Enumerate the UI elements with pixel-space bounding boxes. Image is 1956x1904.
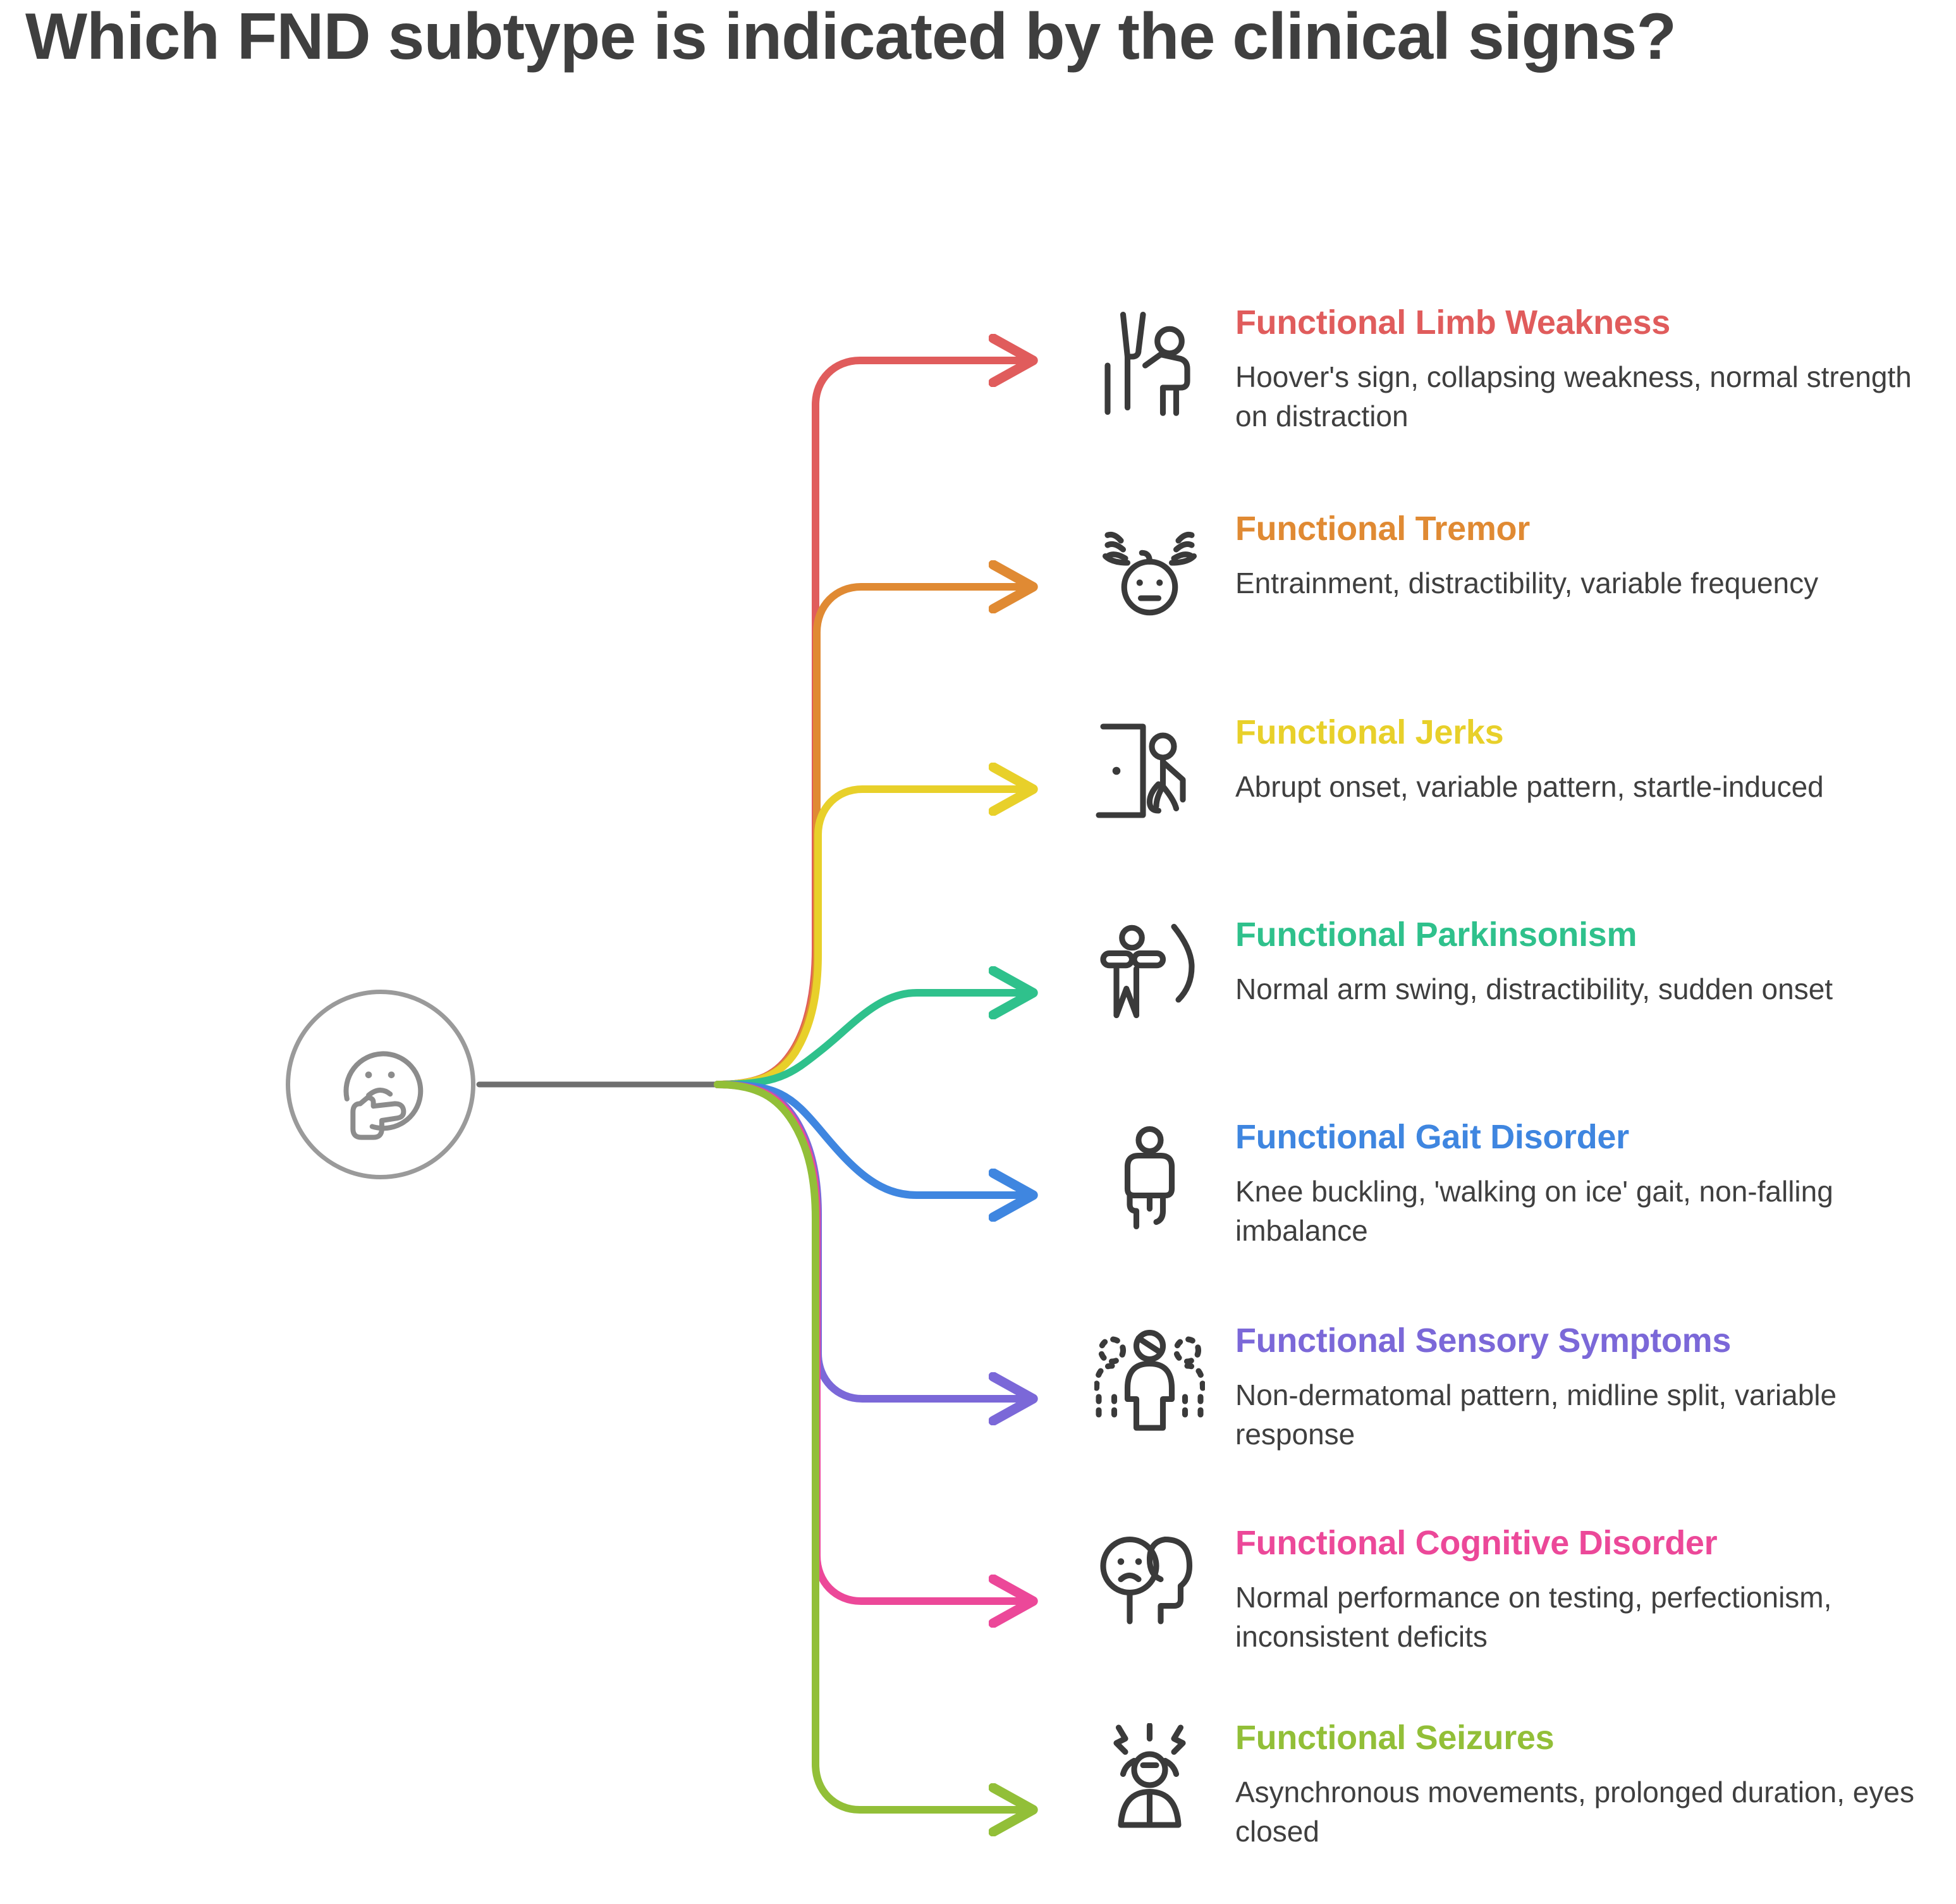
thinking-face-icon: [321, 1024, 441, 1145]
branch-item-functional-gait-disorder[interactable]: Functional Gait Disorder Knee buckling, …: [1086, 1114, 1946, 1251]
branch-title: Functional Seizures: [1235, 1719, 1555, 1757]
branch-description: Hoover's sign, collapsing weakness, norm…: [1235, 360, 1912, 433]
branch-title: Functional Tremor: [1235, 510, 1530, 548]
branch-description: Entrainment, distractibility, variable f…: [1235, 567, 1819, 600]
branch-description: Normal performance on testing, perfectio…: [1235, 1581, 1832, 1654]
person-dotted-outline-icon: [1086, 1318, 1213, 1444]
branch-line-functional-cognitive-disorder: [714, 1081, 1024, 1601]
branch-item-functional-seizures[interactable]: Functional Seizures Asynchronous movemen…: [1086, 1715, 1946, 1852]
branch-title: Functional Jerks: [1235, 713, 1504, 751]
branch-title: Functional Cognitive Disorder: [1235, 1524, 1718, 1562]
branch-title: Functional Limb Weakness: [1235, 304, 1670, 341]
branch-description: Normal arm swing, distractibility, sudde…: [1235, 973, 1833, 1006]
branch-line-functional-jerks: [714, 789, 1024, 1088]
branch-line-functional-sensory-symptoms: [714, 1081, 1024, 1399]
branch-item-functional-tremor[interactable]: Functional Tremor Entrainment, distracti…: [1086, 506, 1946, 632]
branch-title: Functional Sensory Symptoms: [1235, 1322, 1732, 1360]
branch-description: Abrupt onset, variable pattern, startle-…: [1235, 770, 1824, 804]
branch-item-functional-jerks[interactable]: Functional Jerks Abrupt onset, variable …: [1086, 709, 1946, 836]
face-shaking-hands-icon: [1086, 506, 1213, 632]
branch-description: Asynchronous movements, prolonged durati…: [1235, 1776, 1914, 1848]
person-with-crutch-icon: [1086, 300, 1213, 426]
branch-line-functional-parkinsonism: [714, 993, 1024, 1088]
person-unsteady-gait-icon: [1086, 1114, 1213, 1241]
sad-face-head-profile-icon: [1086, 1520, 1213, 1647]
door-startled-person-icon: [1086, 709, 1213, 836]
branch-line-functional-limb-weakness: [714, 360, 1024, 1088]
branch-title: Functional Gait Disorder: [1235, 1118, 1629, 1156]
branch-description: Non-dermatomal pattern, midline split, v…: [1235, 1379, 1837, 1451]
person-seizure-icon: [1086, 1715, 1213, 1841]
branch-line-functional-gait-disorder: [714, 1081, 1024, 1195]
branch-item-functional-sensory-symptoms[interactable]: Functional Sensory Symptoms Non-dermatom…: [1086, 1318, 1946, 1454]
branch-title: Functional Parkinsonism: [1235, 916, 1637, 954]
branch-description: Knee buckling, 'walking on ice' gait, no…: [1235, 1175, 1833, 1248]
branch-line-functional-tremor: [714, 587, 1024, 1088]
person-arm-swing-icon: [1086, 912, 1213, 1038]
page-title: Which FND subtype is indicated by the cl…: [25, 0, 1677, 73]
branch-item-functional-parkinsonism[interactable]: Functional Parkinsonism Normal arm swing…: [1086, 912, 1946, 1038]
branch-line-functional-seizures: [714, 1081, 1024, 1810]
branch-item-functional-limb-weakness[interactable]: Functional Limb Weakness Hoover's sign, …: [1086, 300, 1946, 436]
branch-item-functional-cognitive-disorder[interactable]: Functional Cognitive Disorder Normal per…: [1086, 1520, 1946, 1657]
central-node[interactable]: [286, 990, 475, 1179]
